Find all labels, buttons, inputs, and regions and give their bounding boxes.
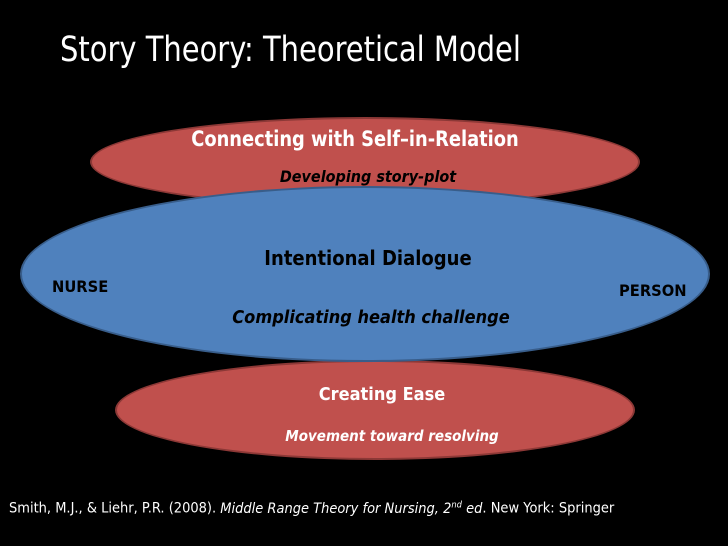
developing-subtext: Developing story-plot — [279, 167, 457, 186]
creating-ease-ellipse — [115, 360, 635, 460]
citation-edition-rest: ed — [461, 500, 483, 517]
movement-subtext: Movement toward resolving — [285, 427, 499, 445]
citation-publisher: . New York: Springer — [482, 500, 615, 517]
slide-title: Story Theory: Theoretical Model — [60, 30, 521, 70]
nurse-label: NURSE — [52, 277, 109, 296]
intentional-dialogue-ellipse — [20, 186, 710, 362]
citation: Smith, M.J., & Liehr, P.R. (2008). Middl… — [9, 500, 614, 517]
citation-book-title: Middle Range Theory for Nursing, 2 — [220, 500, 452, 517]
citation-edition-sup: nd — [451, 500, 462, 510]
creating-ease-heading: Creating Ease — [318, 384, 446, 405]
complicating-subtext: Complicating health challenge — [232, 307, 510, 328]
citation-authors: Smith, M.J., & Liehr, P.R. (2008). — [9, 500, 217, 517]
person-label: PERSON — [619, 281, 687, 300]
intentional-dialogue-heading: Intentional Dialogue — [264, 246, 472, 270]
connecting-heading: Connecting with Self–in-Relation — [191, 127, 519, 151]
